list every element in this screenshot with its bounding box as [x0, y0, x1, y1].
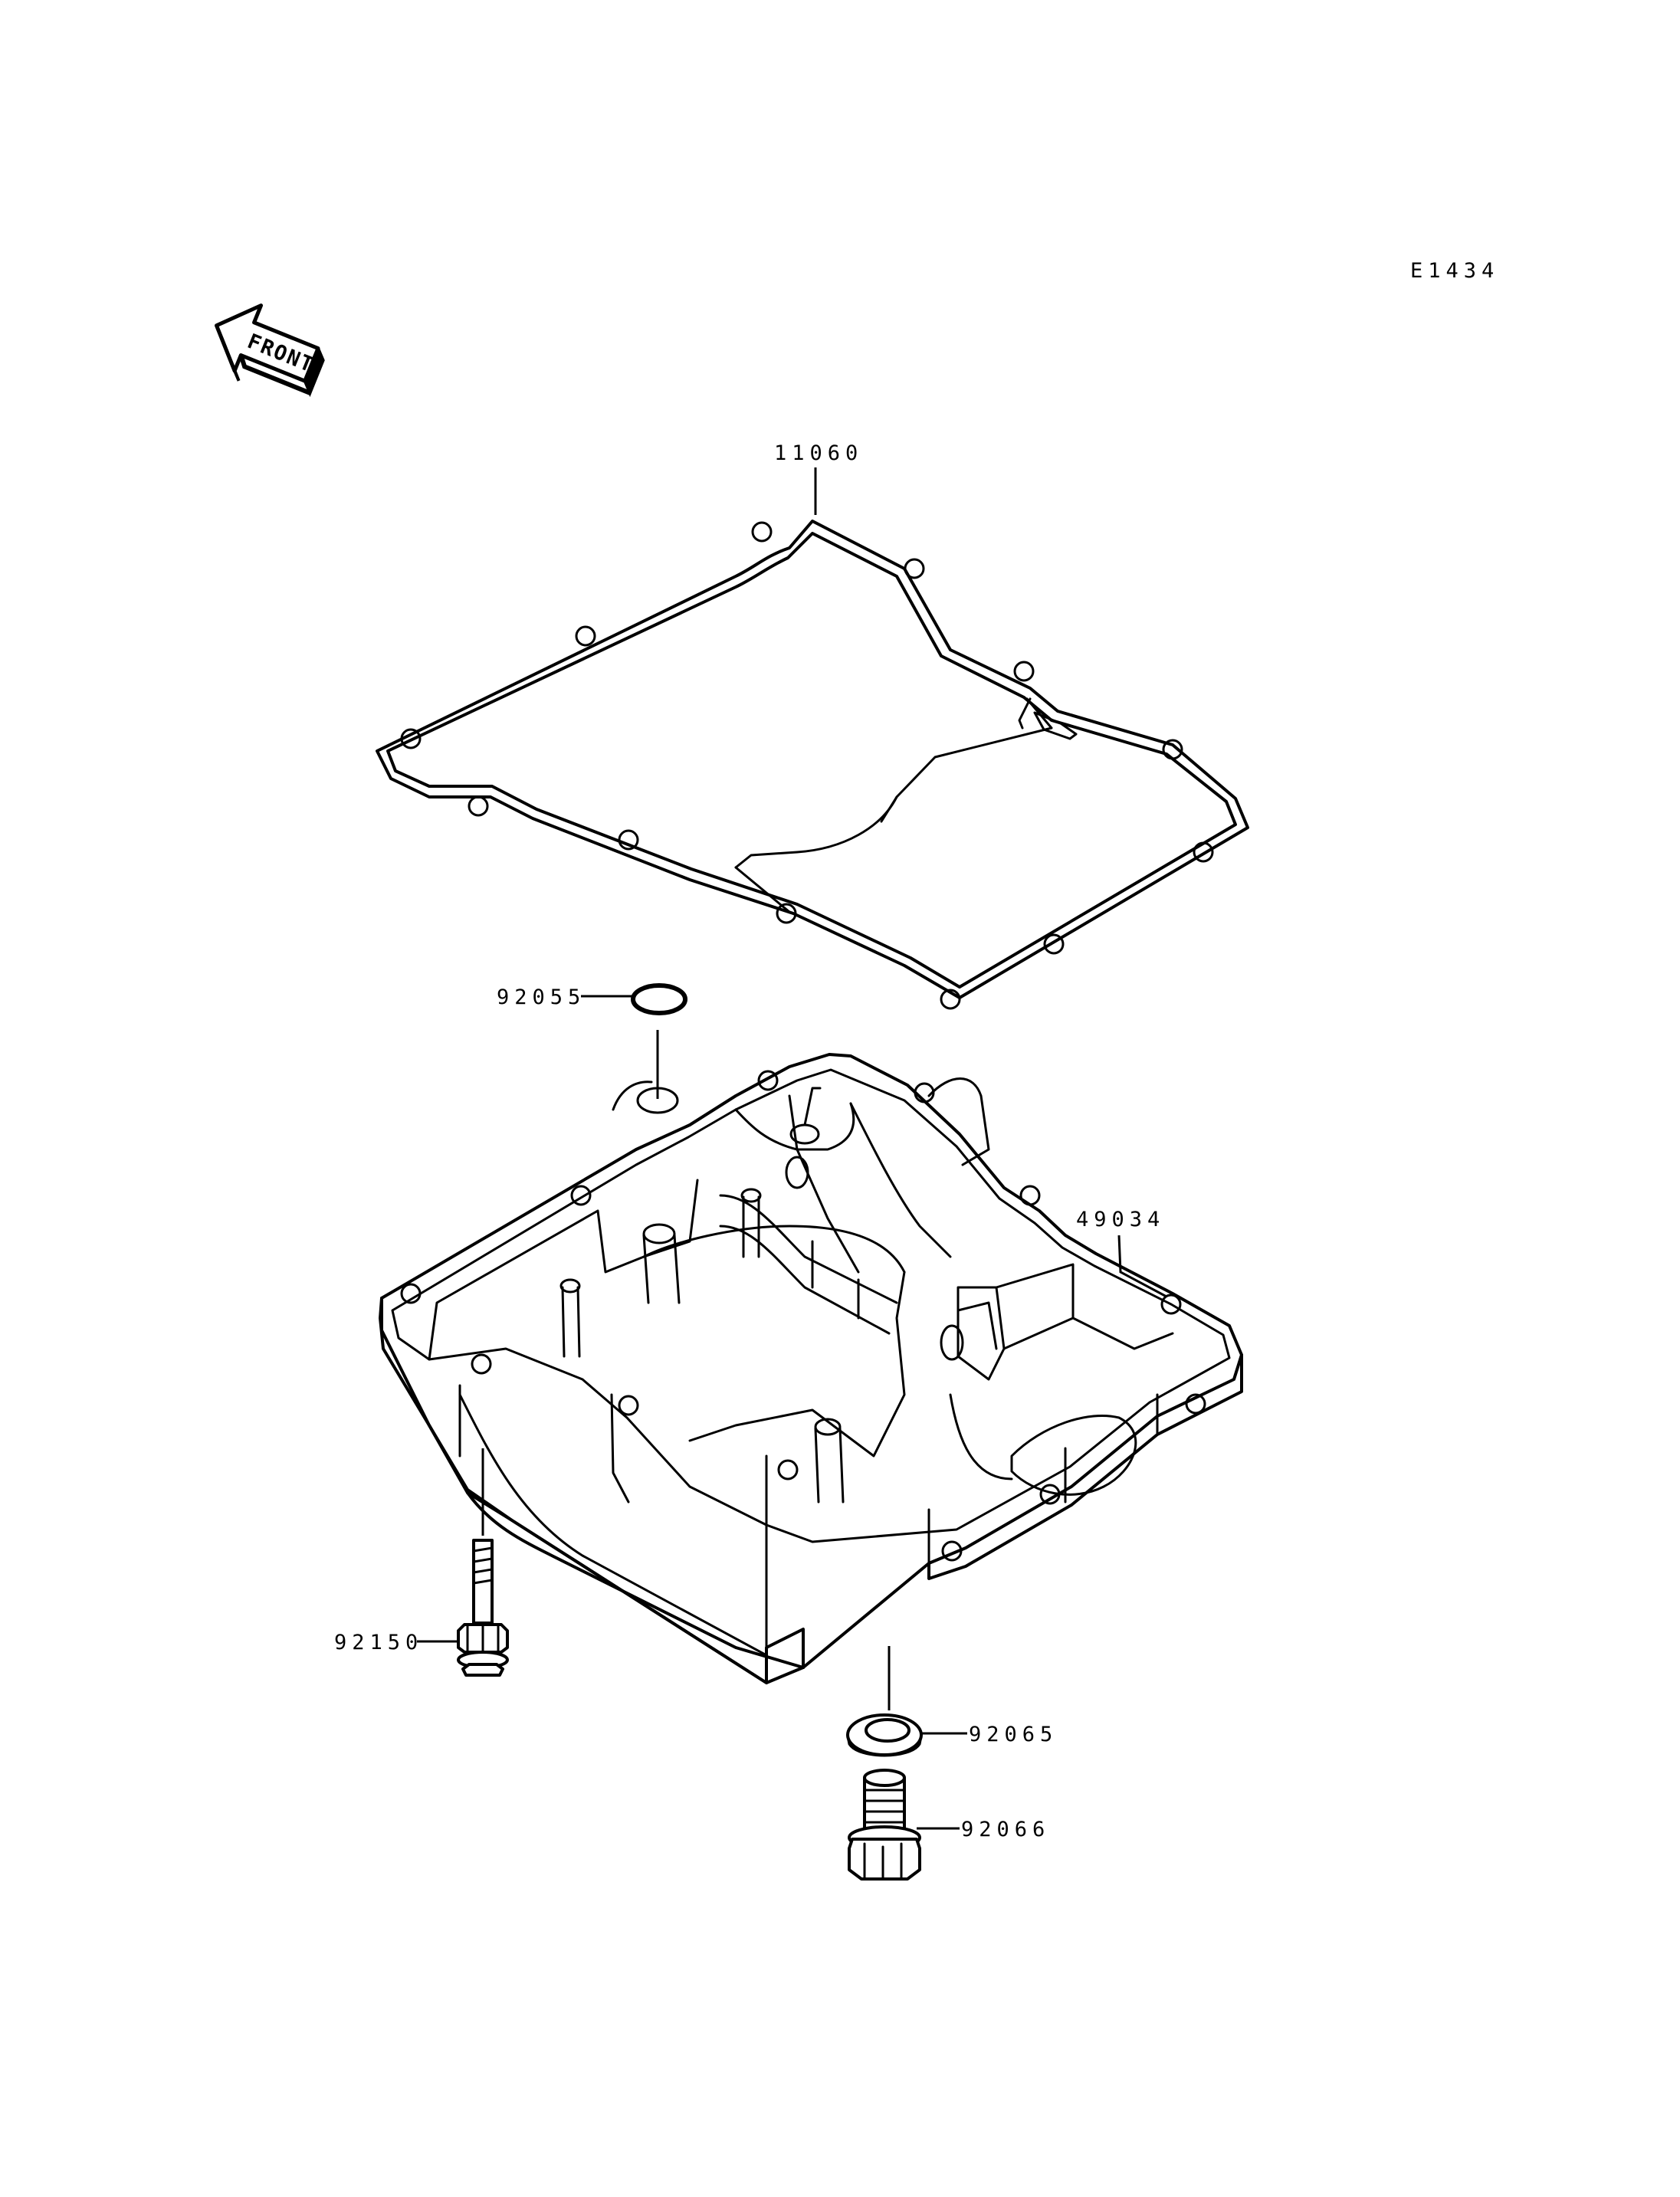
o-ring-part-number: 92055	[497, 985, 586, 1009]
drain-plug-part-number: 92066	[961, 1818, 1050, 1841]
bolt	[457, 1448, 509, 1677]
oil-pan-bolt-holes	[400, 1070, 1206, 1562]
washer-part-number: 92065	[969, 1723, 1058, 1746]
diagram-code: E1434	[1410, 259, 1499, 283]
oil-pan-leader	[1117, 1235, 1167, 1298]
bolt-part-number: 92150	[334, 1631, 423, 1654]
gasket-bolt-holes	[400, 521, 1214, 1010]
oil-pan-part-number: 49034	[1076, 1208, 1165, 1231]
front-arrow-icon: FRONT	[215, 303, 325, 398]
oil-pan	[379, 1053, 1243, 1684]
gasket-part-number: 11060	[774, 441, 863, 465]
gasket	[376, 520, 1249, 1010]
drain-plug	[848, 1769, 921, 1881]
washer	[846, 1713, 923, 1757]
o-ring	[631, 983, 687, 1015]
